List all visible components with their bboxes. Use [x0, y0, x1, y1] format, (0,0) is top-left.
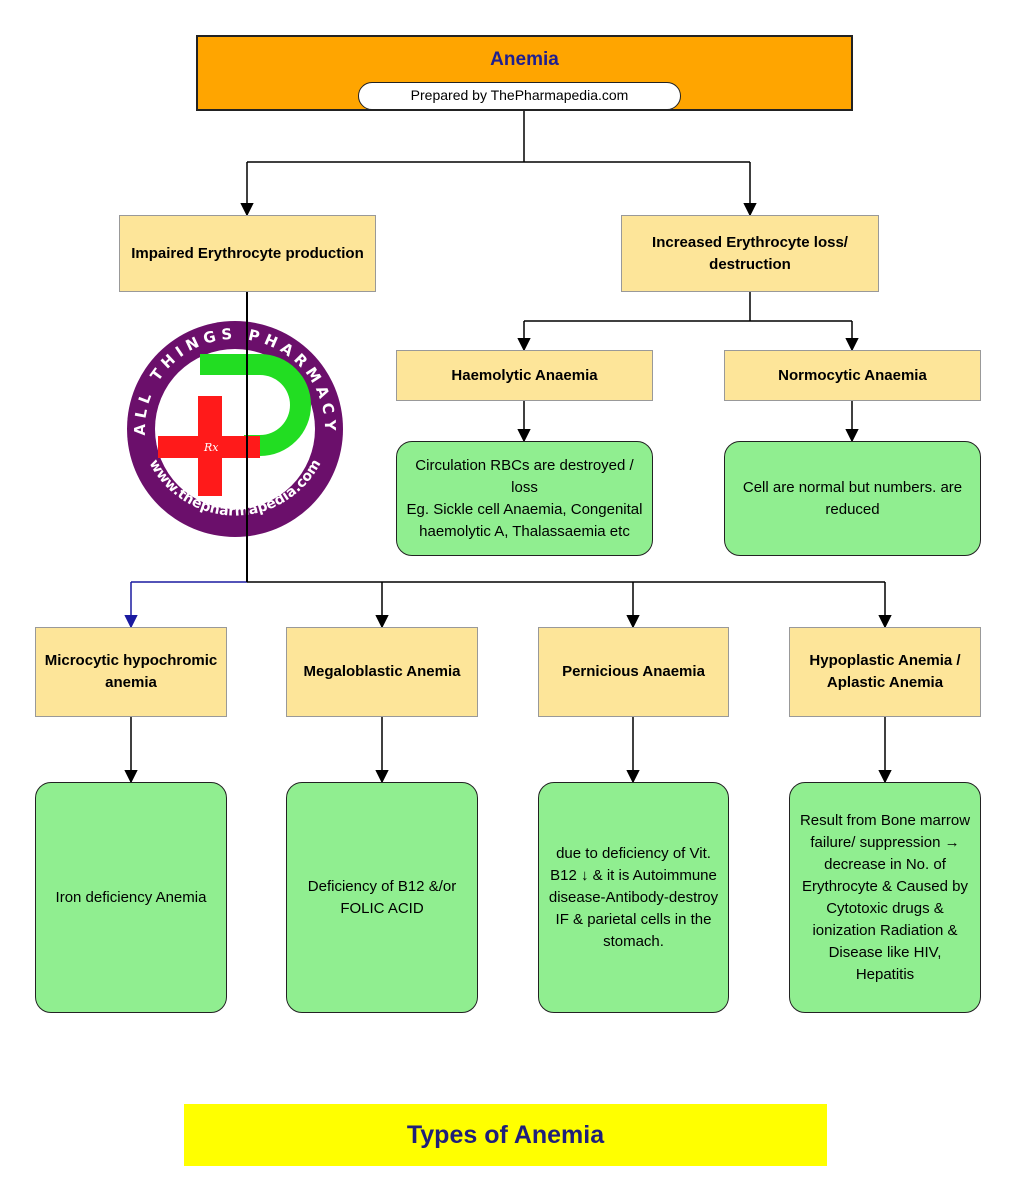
pharmapedia-logo: ALL THINGS PHARMACY www.thepharmapedia.c… [127, 321, 343, 537]
node-increased-loss-label: Increased Erythrocyte loss/ destruction [652, 233, 848, 273]
node-impaired-production-label: Impaired Erythrocyte production [131, 244, 364, 262]
node-pernicious: Pernicious Anaemia [538, 627, 729, 717]
footer-title: Types of Anemia [406, 1120, 605, 1149]
node-megaloblastic: Megaloblastic Anemia [286, 627, 478, 717]
desc-microcytic: Iron deficiency Anemia [35, 782, 227, 1013]
node-pernicious-label: Pernicious Anaemia [562, 663, 705, 680]
credit-pill: Prepared by ThePharmapedia.com [358, 82, 681, 110]
logo-d-icon [200, 354, 311, 456]
node-increased-loss: Increased Erythrocyte loss/ destruction [621, 215, 879, 292]
desc-microcytic-text: Iron deficiency Anemia [55, 888, 207, 906]
desc-normocytic: Cell are normal but numbers. are reduced [724, 441, 981, 556]
desc-megaloblastic-text: Deficiency of B12 &/or FOLIC ACID [307, 877, 457, 917]
desc-hypoplastic-text: Result from Bone marrow failure/ suppres… [799, 811, 971, 983]
node-megaloblastic-label: Megaloblastic Anemia [303, 663, 461, 680]
node-haemolytic-label: Haemolytic Anaemia [451, 366, 598, 384]
node-hypoplastic-label: Hypoplastic Anemia / Aplastic Anemia [809, 652, 961, 691]
desc-pernicious-text: due to deficiency of Vit. B12 ↓ & it is … [548, 844, 719, 950]
diagram-title: Anemia [490, 49, 559, 70]
node-haemolytic: Haemolytic Anaemia [396, 350, 653, 401]
desc-hypoplastic: Result from Bone marrow failure/ suppres… [789, 782, 981, 1013]
desc-megaloblastic: Deficiency of B12 &/or FOLIC ACID [286, 782, 478, 1013]
desc-normocytic-text: Cell are normal but numbers. are reduced [742, 478, 963, 518]
desc-haemolytic: Circulation RBCs are destroyed / loss Eg… [396, 441, 653, 556]
footer-banner: Types of Anemia [184, 1104, 827, 1166]
node-hypoplastic: Hypoplastic Anemia / Aplastic Anemia [789, 627, 981, 717]
desc-pernicious: due to deficiency of Vit. B12 ↓ & it is … [538, 782, 729, 1013]
node-microcytic: Microcytic hypochromic anemia [35, 627, 227, 717]
node-microcytic-label: Microcytic hypochromic anemia [44, 652, 218, 691]
node-impaired-production: Impaired Erythrocyte production [119, 215, 376, 292]
logo-rx-symbol: Rx [203, 441, 219, 454]
node-normocytic-label: Normocytic Anaemia [778, 366, 927, 384]
logo-cross-horizontal [158, 436, 260, 458]
node-normocytic: Normocytic Anaemia [724, 350, 981, 401]
desc-haemolytic-text: Circulation RBCs are destroyed / loss Eg… [406, 456, 643, 540]
title-box: Anemia Prepared by ThePharmapedia.com [196, 35, 853, 111]
